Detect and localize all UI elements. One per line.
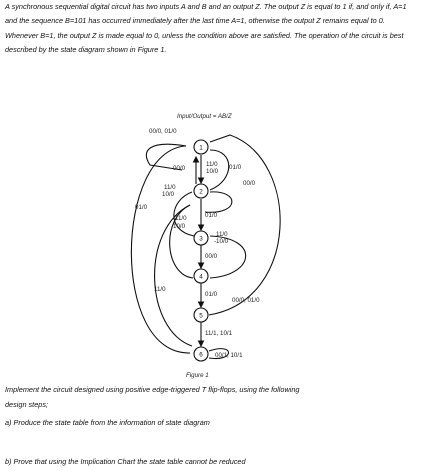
label-s1-self: 00/0, 01/0 [149,128,177,135]
label-s6-right: 00/1, 10/1 [215,352,243,359]
figure-caption: Figure 1 [186,372,209,379]
task-intro-line1: Implement the circuit designed using pos… [5,385,300,394]
svg-text:5: 5 [199,313,203,320]
label-s1-right: 01/0 [229,164,242,171]
diagram-header: Input/Output = AB/Z [177,113,232,120]
label-s3-right-b: -10/0 [214,238,229,245]
task-a: a) Produce the state table from the info… [5,418,210,427]
label-outer-left: 01/0 [135,204,148,211]
edge-labels: 00/0, 01/0 00/0 11/0 10/0 01/0 00/0 11/0… [135,128,260,359]
state-4: 4 [193,268,209,284]
state-nodes: 1 2 3 4 5 6 [193,139,209,362]
state-3: 3 [193,230,209,246]
transition-s1-right [209,149,230,191]
transition-inner-left [154,204,193,347]
svg-text:4: 4 [199,274,203,281]
label-s4-s5: 01/0 [205,291,218,298]
label-s2-right: 00/0 [243,180,256,187]
label-s1-s2b: 10/0 [206,168,219,175]
state-1: 1 [193,139,209,155]
state-6: 6 [193,346,209,362]
transition-lines [130,134,281,360]
transition-s2-right [204,191,233,213]
label-s3-right-a: 11/0 [216,231,228,238]
problem-statement: A synchronous sequential digital circuit… [5,2,407,55]
label-s3-left-b: 10/0 [173,223,186,230]
label-s2-left-a: 11/0 [164,184,176,191]
transition-s4-left [169,204,194,279]
label-s2-s1: 00/0 [173,165,186,172]
label-s2-left-b: 10/0 [162,191,175,198]
label-s5-right: 00/0, 01/0 [232,297,260,304]
transition-outer-left [130,145,191,354]
transition-s3-s2-left [173,191,195,237]
svg-text:2: 2 [199,189,203,196]
task-intro-line2: design steps; [5,400,48,409]
transition-s3-right [209,235,247,279]
transition-s1-loop [145,143,187,171]
transition-s5-right [208,134,281,316]
label-s4-left: 11/0 [154,286,166,293]
state-diagram: Input/Output = AB/Z [130,113,281,379]
label-s3-left-a: 11/0 [175,215,187,222]
svg-text:1: 1 [199,145,203,152]
svg-text:6: 6 [199,352,203,359]
label-s3-s4: 00/0 [205,253,218,260]
transition-s6-loop [208,348,229,360]
state-5: 5 [193,307,209,323]
svg-text:3: 3 [199,236,203,243]
state-2: 2 [193,183,209,199]
label-s1-s2: 11/0 [206,161,218,168]
task-b: b) Prove that using the Implication Char… [5,457,246,466]
label-s5-s6: 11/1, 10/1 [205,330,233,337]
label-s2-s3: 01/0 [205,212,218,219]
